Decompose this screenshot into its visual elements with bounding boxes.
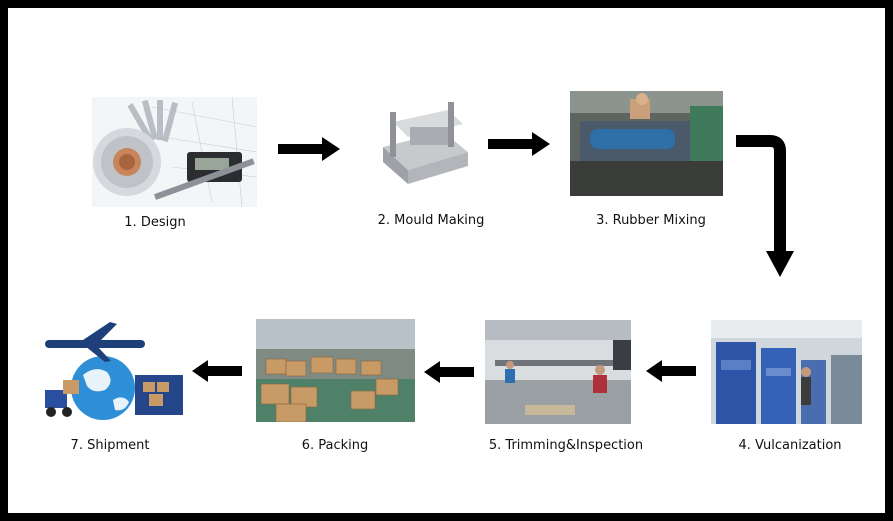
mould-making-photo [348, 92, 508, 204]
step-4-label: 4. Vulcanization [738, 438, 842, 453]
arrow-right-icon [488, 132, 550, 156]
trimming-inspection-photo [485, 320, 631, 424]
vulcanization-photo [711, 320, 862, 424]
step-1-label: 1. Design [124, 215, 186, 230]
step-5-label: 5. Trimming&Inspection [488, 438, 644, 453]
arrow-down-icon [736, 135, 796, 277]
step-7-label: 7. Shipment [70, 438, 150, 453]
shipment-photo [35, 320, 185, 422]
arrow-right-icon [278, 137, 340, 161]
arrow-left-icon [424, 361, 474, 383]
step-6-label: 6. Packing [301, 438, 369, 453]
rubber-mixing-photo [570, 91, 723, 196]
step-3-label: 3. Rubber Mixing [596, 213, 706, 228]
arrow-left-icon [646, 360, 696, 382]
packing-photo [256, 319, 415, 422]
process-flow-diagram: 1. Design 2. Mould Making [8, 8, 885, 513]
design-photo [92, 97, 257, 207]
arrow-left-icon [192, 360, 242, 382]
step-2-label: 2. Mould Making [377, 213, 485, 228]
